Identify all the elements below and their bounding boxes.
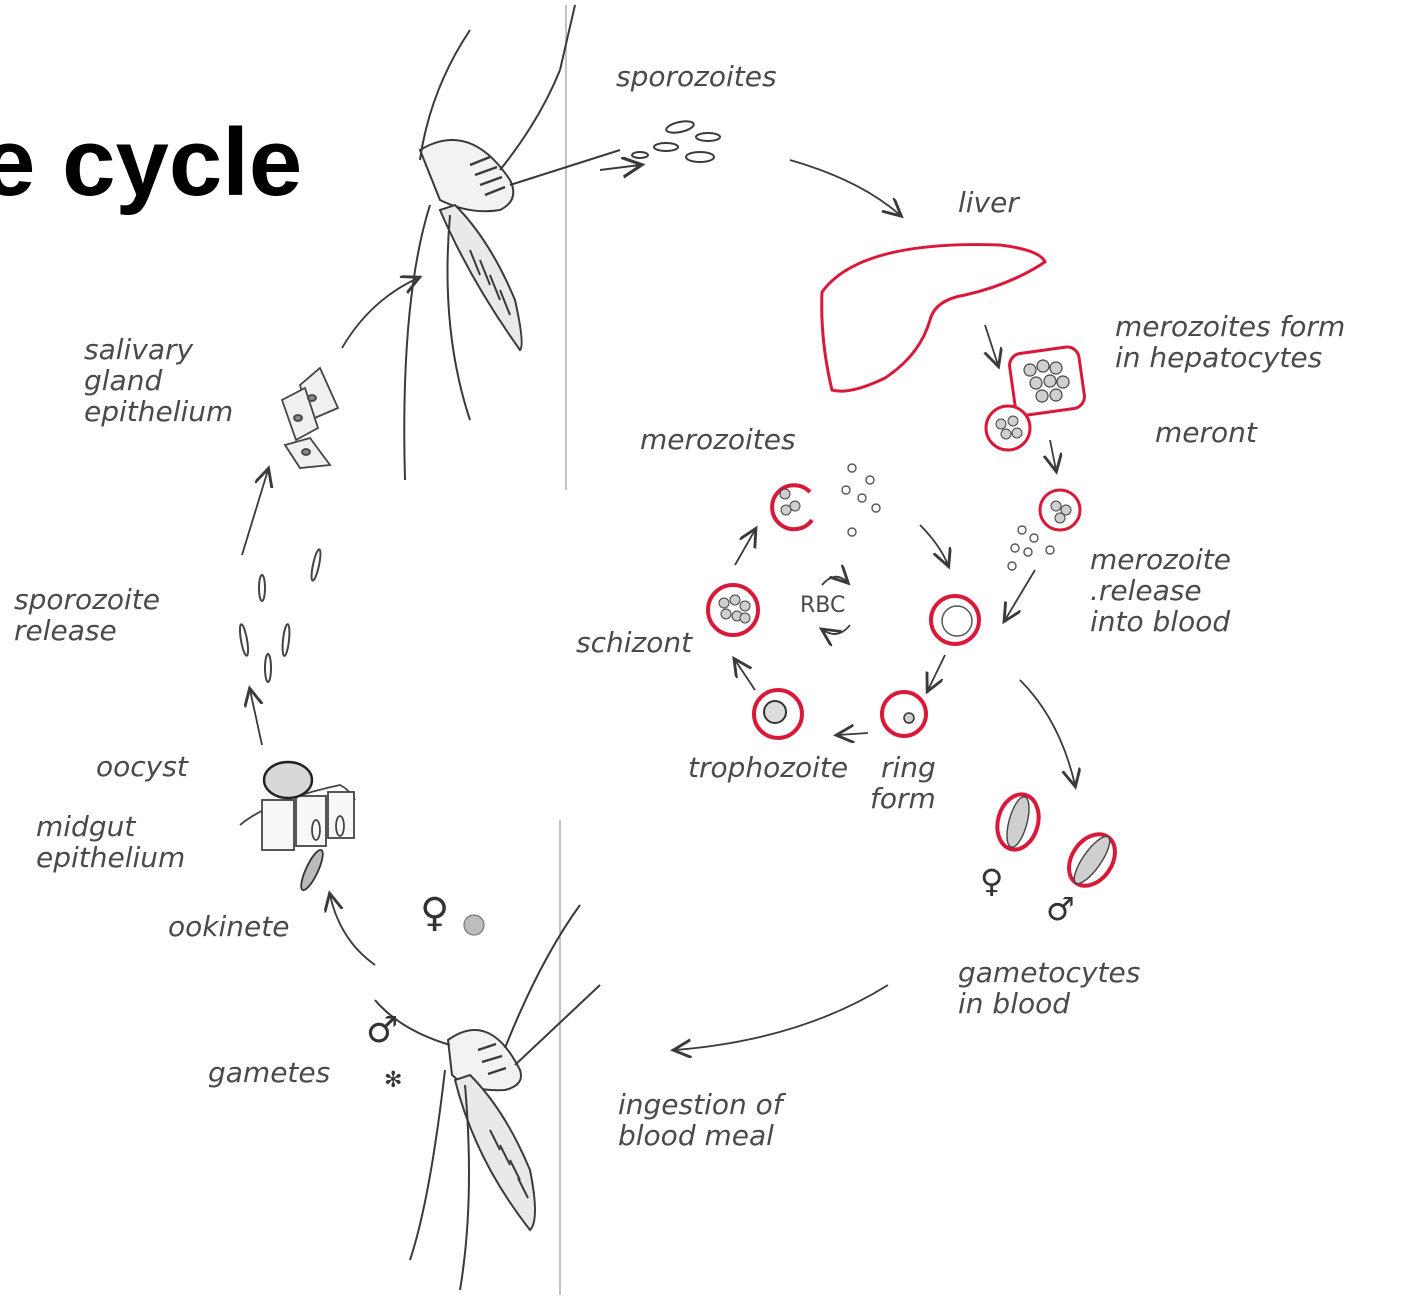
label-oocyst: oocyst — [96, 752, 188, 783]
label-gametocytes: gametocytes in blood — [958, 958, 1140, 1020]
arrow-liver-down — [985, 325, 998, 365]
meront-icon — [986, 345, 1086, 450]
arrow-to-oocyst — [250, 690, 262, 745]
page-title: e cycle — [0, 108, 302, 218]
arrow-rbc-bottom — [823, 625, 850, 634]
label-merozoites-form: merozoites form in hepatocytes — [1115, 312, 1345, 374]
label-rbc: RBC — [800, 594, 845, 618]
female-symbol-gamete: ♀ — [420, 890, 449, 936]
ring-form-icon — [882, 692, 926, 736]
arrow-meront-down — [1050, 440, 1056, 470]
label-ingestion: ingestion of blood meal — [618, 1090, 783, 1152]
label-ookinete: ookinete — [168, 912, 289, 943]
label-ring-form: ring form — [870, 753, 936, 815]
hepatic-merozoites-icon — [1008, 490, 1080, 570]
merozoites-cell-icon — [772, 464, 880, 536]
schizont-icon — [708, 585, 758, 635]
label-sporozoites: sporozoites — [616, 62, 777, 93]
label-schizont: schizont — [576, 628, 692, 659]
arrow-to-ookinete — [330, 895, 375, 965]
trophozoite-icon — [754, 690, 802, 738]
label-salivary-gland: salivary gland epithelium — [84, 335, 233, 427]
arrow-rbc-to-ring — [928, 655, 945, 690]
arrow-rbc-top — [822, 577, 847, 585]
arrow-ring-to-troph — [838, 733, 868, 735]
male-gamete-icon: ✻ — [384, 1068, 402, 1093]
male-gametocyte-icon — [1060, 826, 1125, 895]
arrow-to-salivary — [242, 470, 268, 555]
label-liver: liver — [958, 188, 1019, 219]
sporozoites-icon — [600, 119, 720, 170]
label-gametes: gametes — [208, 1058, 330, 1089]
female-gamete-icon — [464, 915, 484, 935]
arrow-troph-to-schizont — [735, 660, 755, 690]
sporozoite-release-icon — [238, 549, 322, 682]
female-gametocyte-icon — [991, 790, 1044, 854]
oocyst-midgut-icon — [240, 762, 355, 892]
mosquito-top-icon — [404, 5, 620, 480]
label-merozoites: merozoites — [640, 425, 796, 456]
label-sporozoite-release: sporozoite release — [14, 585, 160, 647]
rbc-uninfected-icon — [931, 596, 979, 644]
arrow-release — [1005, 570, 1035, 620]
salivary-gland-icon — [282, 368, 338, 468]
arrow-gametocytes — [1020, 680, 1075, 785]
label-meront: meront — [1155, 418, 1257, 449]
label-trophozoite: trophozoite — [688, 753, 848, 784]
arrow-merozoites-to-rbc — [920, 525, 948, 565]
arrow-ingestion — [675, 985, 888, 1050]
male-symbol-gametocyte: ♂ — [1046, 890, 1075, 928]
arrow-to-liver — [790, 160, 900, 215]
label-midgut: midgut epithelium — [36, 812, 185, 874]
mosquito-bottom-icon — [375, 905, 600, 1290]
arrow-schizont-to-merozoites — [735, 530, 755, 565]
female-symbol-gametocyte: ♀ — [980, 862, 1003, 900]
male-symbol-gamete: ♂ — [366, 1010, 398, 1051]
label-merozoite-release: merozoite .release into blood — [1090, 545, 1231, 637]
